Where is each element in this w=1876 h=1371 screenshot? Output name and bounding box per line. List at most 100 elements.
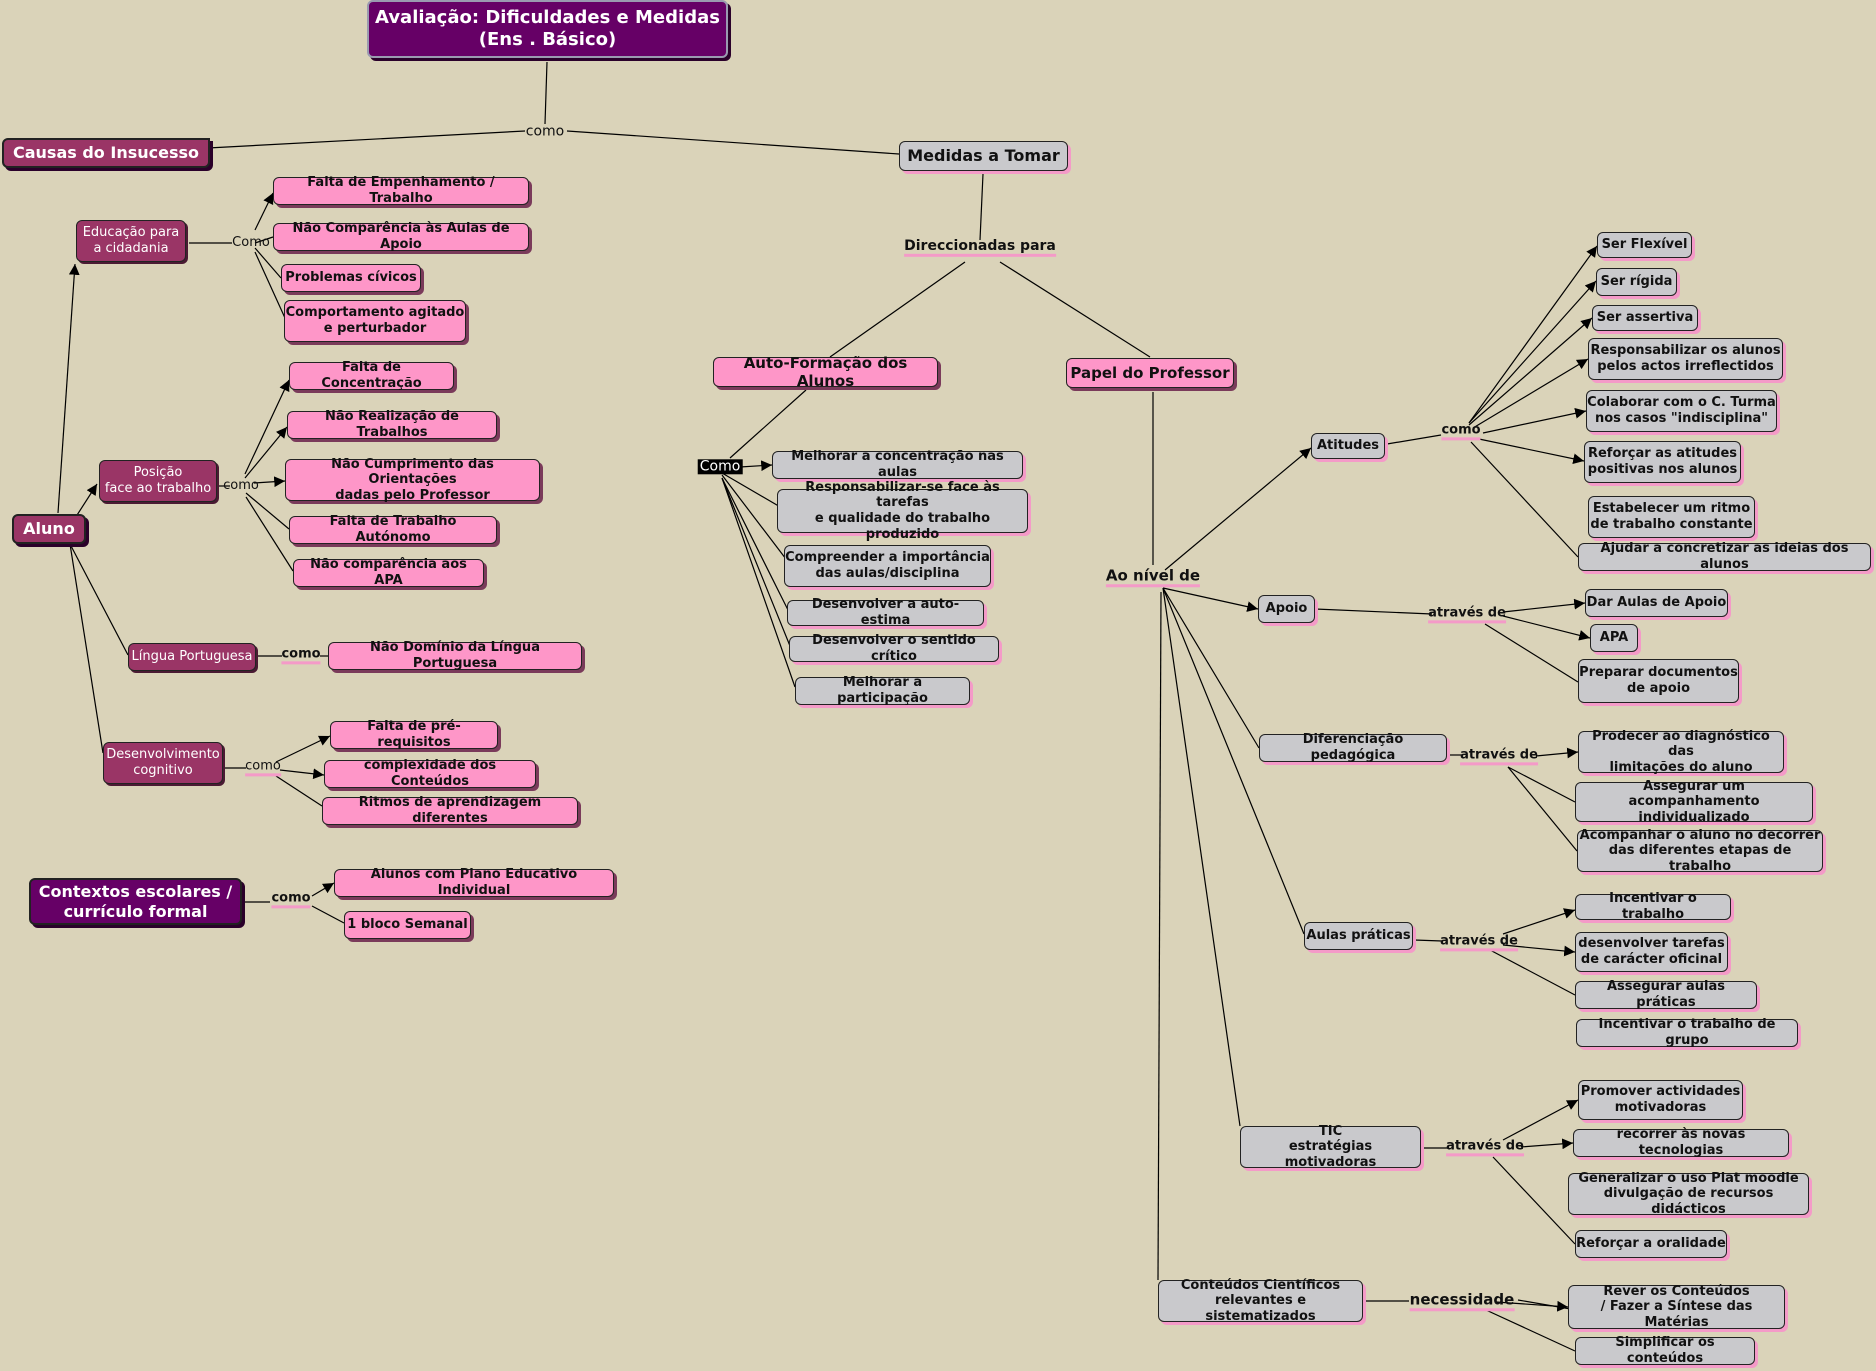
node-sentido-critico[interactable]: Desenvolver o sentido crítico <box>789 633 999 664</box>
node-auto-formacao[interactable]: Auto-Formação dos Alunos <box>713 354 938 390</box>
node-colaborar-turma[interactable]: Colaborar com o C. Turma nos casos "indi… <box>1586 390 1777 432</box>
node-falta-concentracao[interactable]: Falta de Concentração <box>289 360 454 391</box>
link-atraves-diferenciacao: através de <box>1460 748 1538 766</box>
node-reforcar-oralidade[interactable]: Reforçar a oralidade <box>1575 1230 1727 1258</box>
node-nao-comparencia-apa[interactable]: Não comparência aos APA <box>293 557 484 588</box>
node-compreender-importancia[interactable]: Compreender a importância das aulas/disc… <box>784 545 991 587</box>
connector-line <box>1507 766 1576 803</box>
node-responsabilizar-alunos[interactable]: Responsabilizar os alunos pelos actos ir… <box>1588 338 1783 380</box>
connector-line <box>245 492 290 530</box>
node-ser-assertiva[interactable]: Ser assertiva <box>1592 305 1698 331</box>
connector-line <box>1484 623 1579 683</box>
node-ser-rigida[interactable]: Ser rígida <box>1596 268 1677 296</box>
link-como-posicao: como <box>223 477 259 493</box>
node-problemas-civicos[interactable]: Problemas cívicos <box>281 264 421 292</box>
node-preparar-documentos[interactable]: Preparar documentos de apoio <box>1578 659 1739 703</box>
node-prodecer-diagnostico[interactable]: Prodecer ao diagnóstico das limitações d… <box>1578 729 1784 775</box>
connector-arrow <box>739 460 773 472</box>
connector-arrow <box>1468 317 1593 426</box>
node-simplificar-conteudos[interactable]: Simplificar os conteúdos <box>1575 1335 1755 1366</box>
node-reforcar-atitudes[interactable]: Reforçar as atitudes positivas nos aluno… <box>1584 441 1741 483</box>
connector-arrow <box>1482 407 1587 434</box>
connector-line <box>721 477 791 647</box>
node-nao-cumprimento[interactable]: Não Cumprimento das Orientações dadas pe… <box>285 457 540 503</box>
node-atitudes[interactable]: Atitudes <box>1311 433 1385 459</box>
connector-line <box>69 543 129 656</box>
connector-line <box>69 543 104 754</box>
connector-line <box>729 389 807 459</box>
node-melhorar-concentracao[interactable]: Melhorar a concentração nas aulas <box>772 449 1023 480</box>
connector-arrow <box>1502 615 1591 641</box>
connector-line <box>1162 587 1260 749</box>
node-desenvolvimento-cognitivo[interactable]: Desenvolvimento cognitivo <box>103 742 223 784</box>
node-bloco-semanal[interactable]: 1 bloco Semanal <box>344 911 471 939</box>
node-desenvolver-tarefas[interactable]: desenvolver tarefas de carácter oficinal <box>1575 932 1728 972</box>
connector-arrow <box>254 192 274 231</box>
node-falta-empenhamento[interactable]: Falta de Empenhamento / Trabalho <box>273 175 529 206</box>
connector-arrow <box>1535 747 1579 759</box>
connector-line <box>1162 587 1305 935</box>
link-como-atitudes: como <box>1441 423 1481 441</box>
connector-arrow <box>1472 358 1589 429</box>
link-como-educacao: Como <box>232 234 270 250</box>
node-assegurar-aulas[interactable]: Assegurar aulas práticas <box>1575 979 1757 1010</box>
connector-arrow <box>1502 1099 1579 1141</box>
node-conteudos-cientificos[interactable]: Conteúdos Científicos relevantes e siste… <box>1158 1278 1363 1324</box>
node-ritmos-aprendizagem[interactable]: Ritmos de aprendizagem diferentes <box>322 795 578 826</box>
connector-arrow <box>1164 447 1312 571</box>
connector-arrow <box>57 263 80 514</box>
node-promover-actividades[interactable]: Promover actividades motivadoras <box>1578 1080 1743 1120</box>
node-assegurar-acompanhamento[interactable]: Assegurar um acompanhamento individualiz… <box>1575 779 1813 825</box>
node-rever-conteudos[interactable]: Rever os Conteúdos / Fazer a Síntese das… <box>1568 1284 1785 1330</box>
node-papel-professor[interactable]: Papel do Professor <box>1066 358 1234 388</box>
node-complexidade-conteudos[interactable]: complexidade dos Conteúdos <box>324 758 536 789</box>
node-apoio[interactable]: Apoio <box>1258 595 1315 623</box>
node-incentivar-trabalho[interactable]: Incentivar o trabalho <box>1575 891 1731 922</box>
node-comportamento-agitado[interactable]: Comportamento agitado e perturbador <box>284 300 466 342</box>
node-lingua-portuguesa[interactable]: Língua Portuguesa <box>128 643 256 671</box>
node-nao-comparencia-apoio[interactable]: Não Comparência às Aulas de Apoio <box>273 221 529 252</box>
node-tic[interactable]: TIC estratégias motivadoras <box>1240 1124 1421 1170</box>
node-ajudar-concretizar[interactable]: Ajudar a concretizar as ideias dos aluno… <box>1578 541 1871 572</box>
node-medidas-a-tomar[interactable]: Medidas a Tomar <box>899 141 1068 171</box>
node-aluno[interactable]: Aluno <box>12 514 86 544</box>
node-ser-flexivel[interactable]: Ser Flexível <box>1597 232 1692 258</box>
connector-arrow <box>1478 438 1585 465</box>
connector-line <box>1157 591 1162 1281</box>
node-apa[interactable]: APA <box>1590 624 1638 652</box>
node-causas-insucesso[interactable]: Causas do Insucesso <box>2 138 210 168</box>
node-falta-autonomo[interactable]: Falta de Trabalho Autónomo <box>289 514 497 545</box>
node-aulas-praticas[interactable]: Aulas práticas <box>1304 922 1413 950</box>
connector-arrow <box>244 379 290 475</box>
node-estabelecer-ritmo[interactable]: Estabelecer um ritmo de trabalho constan… <box>1588 496 1755 538</box>
node-posicao-trabalho[interactable]: Posição face ao trabalho <box>99 460 217 502</box>
node-acompanhar-aluno[interactable]: Acompanhar o aluno no decorrer das difer… <box>1577 828 1823 874</box>
link-como-auto-formacao: Como <box>697 458 743 475</box>
link-atraves-tic: através de <box>1446 1139 1524 1157</box>
connector-line <box>544 61 548 125</box>
node-incentivar-grupo[interactable]: Incentivar o trabalho de grupo <box>1576 1017 1798 1048</box>
node-contextos-escolares[interactable]: Contextos escolares / currículo formal <box>29 878 242 925</box>
connector-line <box>566 130 900 155</box>
node-recorrer-tecnologias[interactable]: recorrer às novas tecnologias <box>1573 1127 1789 1158</box>
connector-arrow <box>311 882 335 897</box>
node-generalizar-moodle[interactable]: Generalizar o uso Plat moodle divulgação… <box>1568 1171 1809 1217</box>
connector-arrow <box>1162 587 1259 612</box>
link-atraves-aulas: através de <box>1440 934 1518 952</box>
node-falta-prerequisitos[interactable]: Falta de pré-requisitos <box>330 719 498 750</box>
node-melhorar-participacao[interactable]: Melhorar a participação <box>795 675 970 706</box>
node-educacao-cidadania[interactable]: Educação para a cidadania <box>76 220 186 262</box>
connector-arrow <box>253 476 286 488</box>
node-alunos-pei[interactable]: Alunos com Plano Educativo Individual <box>334 867 614 898</box>
node-nao-realizacao[interactable]: Não Realização de Trabalhos <box>287 409 497 440</box>
node-dar-aulas-apoio[interactable]: Dar Aulas de Apoio <box>1585 589 1728 617</box>
node-auto-estima[interactable]: Desenvolver a auto-estima <box>787 597 984 628</box>
link-como-top: como <box>525 123 565 140</box>
connector-line <box>1162 587 1241 1127</box>
node-responsabilizar-tarefas[interactable]: Responsabilizar-se face às tarefas e qua… <box>777 480 1028 542</box>
map-title[interactable]: Avaliação: Dificuldades e Medidas (Ens .… <box>367 0 728 58</box>
link-como-lingua: como <box>281 647 321 665</box>
connector-arrow <box>279 768 325 780</box>
node-diferenciacao[interactable]: Diferenciação pedagógica <box>1259 732 1447 763</box>
node-nao-dominio-lingua[interactable]: Não Domínio da Língua Portuguesa <box>328 640 582 671</box>
